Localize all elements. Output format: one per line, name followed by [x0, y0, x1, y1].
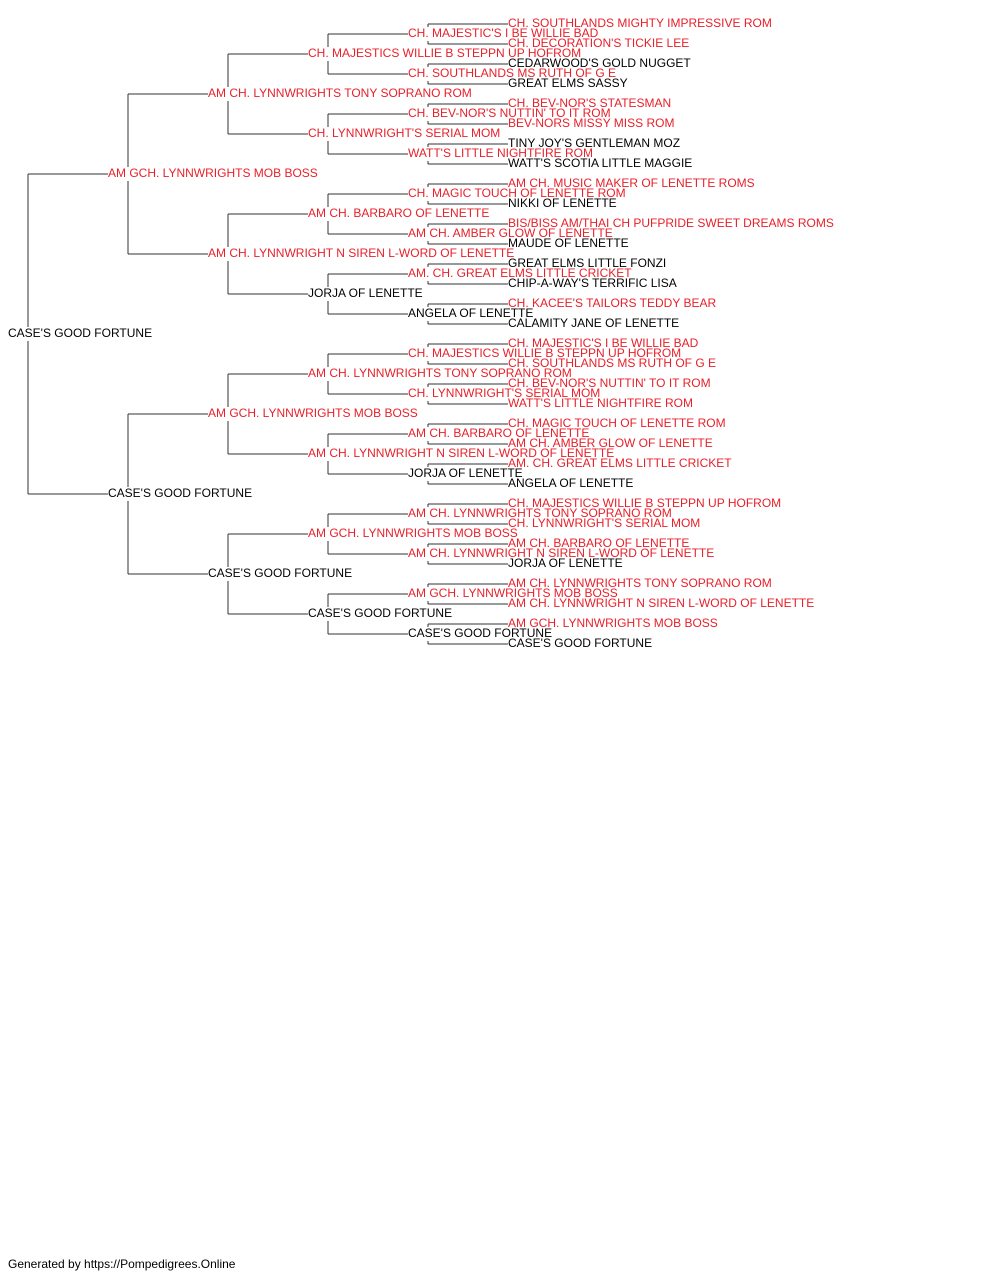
ancestor-name: CH. MAJESTICS WILLIE B STEPPN UP HOFROM	[508, 496, 781, 510]
ancestor-name: AM CH. AMBER GLOW OF LENETTE	[408, 226, 613, 240]
ancestor-name: WATT'S SCOTIA LITTLE MAGGIE	[508, 156, 692, 170]
ancestor-name: AM CH. LYNNWRIGHTS TONY SOPRANO ROM	[308, 366, 572, 380]
ancestor-name: AM CH. BARBARO OF LENETTE	[408, 426, 589, 440]
ancestor-name: CASE'S GOOD FORTUNE	[108, 486, 252, 500]
ancestor-name: JORJA OF LENETTE	[308, 286, 423, 300]
ancestor-name: NIKKI OF LENETTE	[508, 196, 617, 210]
ancestor-name: CH. BEV-NOR'S STATESMAN	[508, 96, 671, 110]
ancestor-name: MAUDE OF LENETTE	[508, 236, 629, 250]
ancestor-name: CASE'S GOOD FORTUNE	[408, 626, 552, 640]
ancestor-name: AM CH. LYNNWRIGHT N SIREN L-WORD OF LENE…	[508, 596, 814, 610]
ancestor-name: CH. MAJESTIC'S I BE WILLIE BAD	[408, 26, 599, 40]
ancestor-name: CH. MAJESTIC'S I BE WILLIE BAD	[508, 336, 699, 350]
ancestor-name: ANGELA OF LENETTE	[508, 476, 633, 490]
ancestor-name: CASE'S GOOD FORTUNE	[208, 566, 352, 580]
ancestor-name: GREAT ELMS SASSY	[508, 76, 628, 90]
ancestor-name: AM CH. LYNNWRIGHT N SIREN L-WORD OF LENE…	[208, 246, 514, 260]
ancestor-name: CH. MAJESTICS WILLIE B STEPPN UP HOFROM	[308, 46, 581, 60]
ancestor-name: CH. MAGIC TOUCH OF LENETTE ROM	[408, 186, 626, 200]
subject-dog-name: CASE'S GOOD FORTUNE	[8, 326, 152, 340]
footer-credit: Generated by https://Pompedigrees.Online	[8, 1257, 236, 1271]
ancestor-name: CH. LYNNWRIGHT'S SERIAL MOM	[308, 126, 500, 140]
ancestor-name: AM CH. LYNNWRIGHT N SIREN L-WORD OF LENE…	[408, 546, 714, 560]
ancestor-name: AM. CH. GREAT ELMS LITTLE CRICKET	[508, 456, 732, 470]
pedigree-tree: CH. SOUTHLANDS MIGHTY IMPRESSIVE ROMCH. …	[8, 16, 834, 650]
ancestor-name: AM CH. MUSIC MAKER OF LENETTE ROMS	[508, 176, 755, 190]
ancestor-name: AM CH. LYNNWRIGHTS TONY SOPRANO ROM	[408, 506, 672, 520]
ancestor-name: AM CH. LYNNWRIGHTS TONY SOPRANO ROM	[508, 576, 772, 590]
ancestor-name: AM CH. BARBARO OF LENETTE	[508, 536, 689, 550]
ancestor-name: GREAT ELMS LITTLE FONZI	[508, 256, 666, 270]
ancestor-name: CH. SOUTHLANDS MS RUTH OF G E	[408, 66, 616, 80]
ancestor-name: CH. LYNNWRIGHT'S SERIAL MOM	[408, 386, 600, 400]
ancestor-name: AM. CH. GREAT ELMS LITTLE CRICKET	[408, 266, 632, 280]
ancestor-name: BIS/BISS AM/THAI CH PUFPRIDE SWEET DREAM…	[508, 216, 834, 230]
ancestor-name: CH. MAJESTICS WILLIE B STEPPN UP HOFROM	[408, 346, 681, 360]
ancestor-name: AM GCH. LYNNWRIGHTS MOB BOSS	[308, 526, 518, 540]
ancestor-name: CH. MAGIC TOUCH OF LENETTE ROM	[508, 416, 726, 430]
ancestor-name: CH. SOUTHLANDS MIGHTY IMPRESSIVE ROM	[508, 16, 772, 30]
ancestor-name: CH. DECORATION'S TICKIE LEE	[508, 36, 689, 50]
ancestor-name: WATT'S LITTLE NIGHTFIRE ROM	[408, 146, 593, 160]
ancestor-name: AM CH. AMBER GLOW OF LENETTE	[508, 436, 713, 450]
ancestor-name: AM CH. BARBARO OF LENETTE	[308, 206, 489, 220]
ancestor-name: CASE'S GOOD FORTUNE	[508, 636, 652, 650]
ancestor-name: CH. LYNNWRIGHT'S SERIAL MOM	[508, 516, 700, 530]
ancestor-name: CHIP-A-WAY'S TERRIFIC LISA	[508, 276, 677, 290]
ancestor-name: CH. KACEE'S TAILORS TEDDY BEAR	[508, 296, 716, 310]
ancestor-name: TINY JOY'S GENTLEMAN MOZ	[508, 136, 680, 150]
ancestor-name: CH. BEV-NOR'S NUTTIN' TO IT ROM	[408, 106, 611, 120]
ancestor-name: AM GCH. LYNNWRIGHTS MOB BOSS	[508, 616, 718, 630]
ancestor-name: AM CH. LYNNWRIGHTS TONY SOPRANO ROM	[208, 86, 472, 100]
ancestor-name: BEV-NORS MISSY MISS ROM	[508, 116, 674, 130]
ancestor-name: JORJA OF LENETTE	[508, 556, 623, 570]
ancestor-name: JORJA OF LENETTE	[408, 466, 523, 480]
ancestor-name: CALAMITY JANE OF LENETTE	[508, 316, 679, 330]
ancestor-name: ANGELA OF LENETTE	[408, 306, 533, 320]
ancestor-name: AM GCH. LYNNWRIGHTS MOB BOSS	[108, 166, 318, 180]
ancestor-name: CH. BEV-NOR'S NUTTIN' TO IT ROM	[508, 376, 711, 390]
ancestor-name: AM CH. LYNNWRIGHT N SIREN L-WORD OF LENE…	[308, 446, 614, 460]
ancestor-name: CH. SOUTHLANDS MS RUTH OF G E	[508, 356, 716, 370]
ancestor-name: WATT'S LITTLE NIGHTFIRE ROM	[508, 396, 693, 410]
ancestor-name: AM GCH. LYNNWRIGHTS MOB BOSS	[408, 586, 618, 600]
ancestor-name: CASE'S GOOD FORTUNE	[308, 606, 452, 620]
ancestor-name: AM GCH. LYNNWRIGHTS MOB BOSS	[208, 406, 418, 420]
ancestor-name: CEDARWOOD'S GOLD NUGGET	[508, 56, 691, 70]
